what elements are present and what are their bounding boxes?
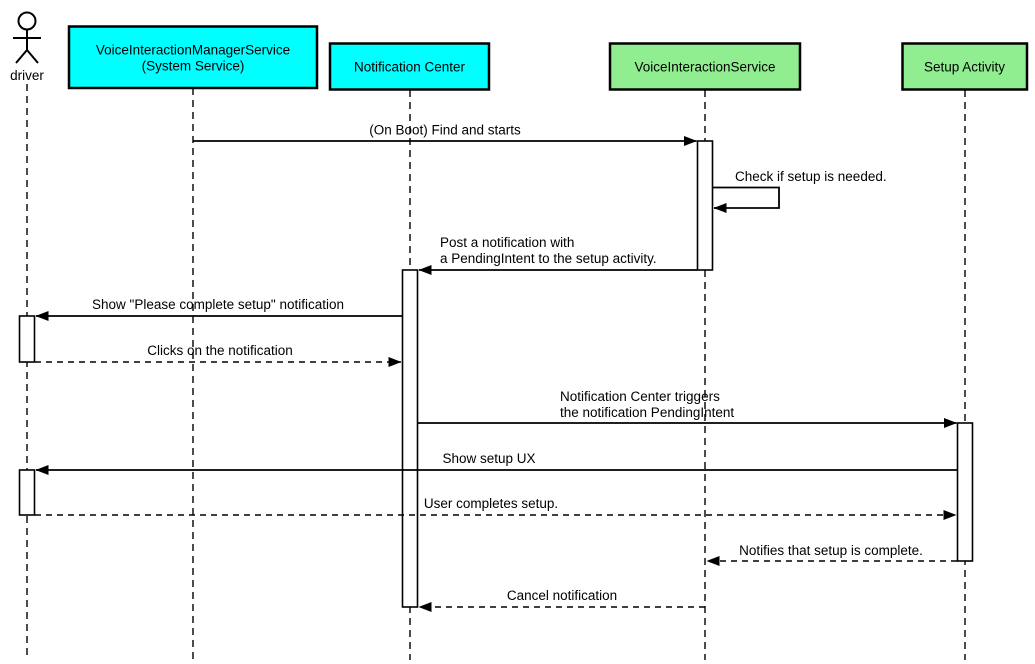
message-label-notifies-setup-complete: Notifies that setup is complete. [739, 543, 923, 558]
message-label-check-if-setup-needed: Check if setup is needed. [735, 169, 887, 184]
participant-label-voice-interaction-service: VoiceInteractionService [634, 60, 775, 75]
actor-driver-label: driver [10, 68, 44, 83]
message-arrow-check-if-setup-needed [712, 186, 780, 213]
participant-label-vims-line1: VoiceInteractionManagerService [96, 43, 290, 58]
actor-leg-left [15, 49, 28, 64]
participant-label-setup-activity: Setup Activity [924, 60, 1005, 75]
participant-label-vims-line2: (System Service) [142, 59, 245, 74]
participant-box-voice-interaction-service [608, 42, 802, 91]
actor-leg-right [26, 49, 39, 64]
message-label-user-completes-setup: User completes setup. [424, 496, 558, 511]
message-label-show-complete-setup-notification: Show "Please complete setup" notificatio… [92, 297, 344, 312]
message-label-triggers-pending-intent-line2: the notification PendingIntent [560, 405, 734, 420]
message-label-on-boot-find-and-starts: (On Boot) Find and starts [369, 123, 521, 138]
participant-label-notification-center: Notification Center [354, 60, 466, 75]
actor-driver-figure [13, 11, 41, 64]
activation-setup-activity [956, 422, 974, 562]
activation-notification-center [401, 269, 419, 608]
participant-box-voice-interaction-manager-service [67, 25, 319, 90]
message-label-cancel-notification: Cancel notification [507, 588, 617, 603]
message-label-clicks-on-notification: Clicks on the notification [147, 343, 293, 358]
actor-head [17, 11, 37, 31]
participant-box-notification-center [328, 42, 491, 91]
activation-voice-interaction-service [696, 140, 714, 271]
message-label-post-notification-line2: a PendingIntent to the setup activity. [440, 251, 657, 266]
activation-driver-2 [18, 469, 36, 516]
participant-box-setup-activity [901, 42, 1029, 91]
message-label-show-setup-ux: Show setup UX [442, 451, 535, 466]
message-label-triggers-pending-intent-line1: Notification Center triggers [560, 389, 720, 404]
activation-driver-1 [18, 315, 36, 363]
message-label-post-notification-line1: Post a notification with [440, 235, 574, 250]
